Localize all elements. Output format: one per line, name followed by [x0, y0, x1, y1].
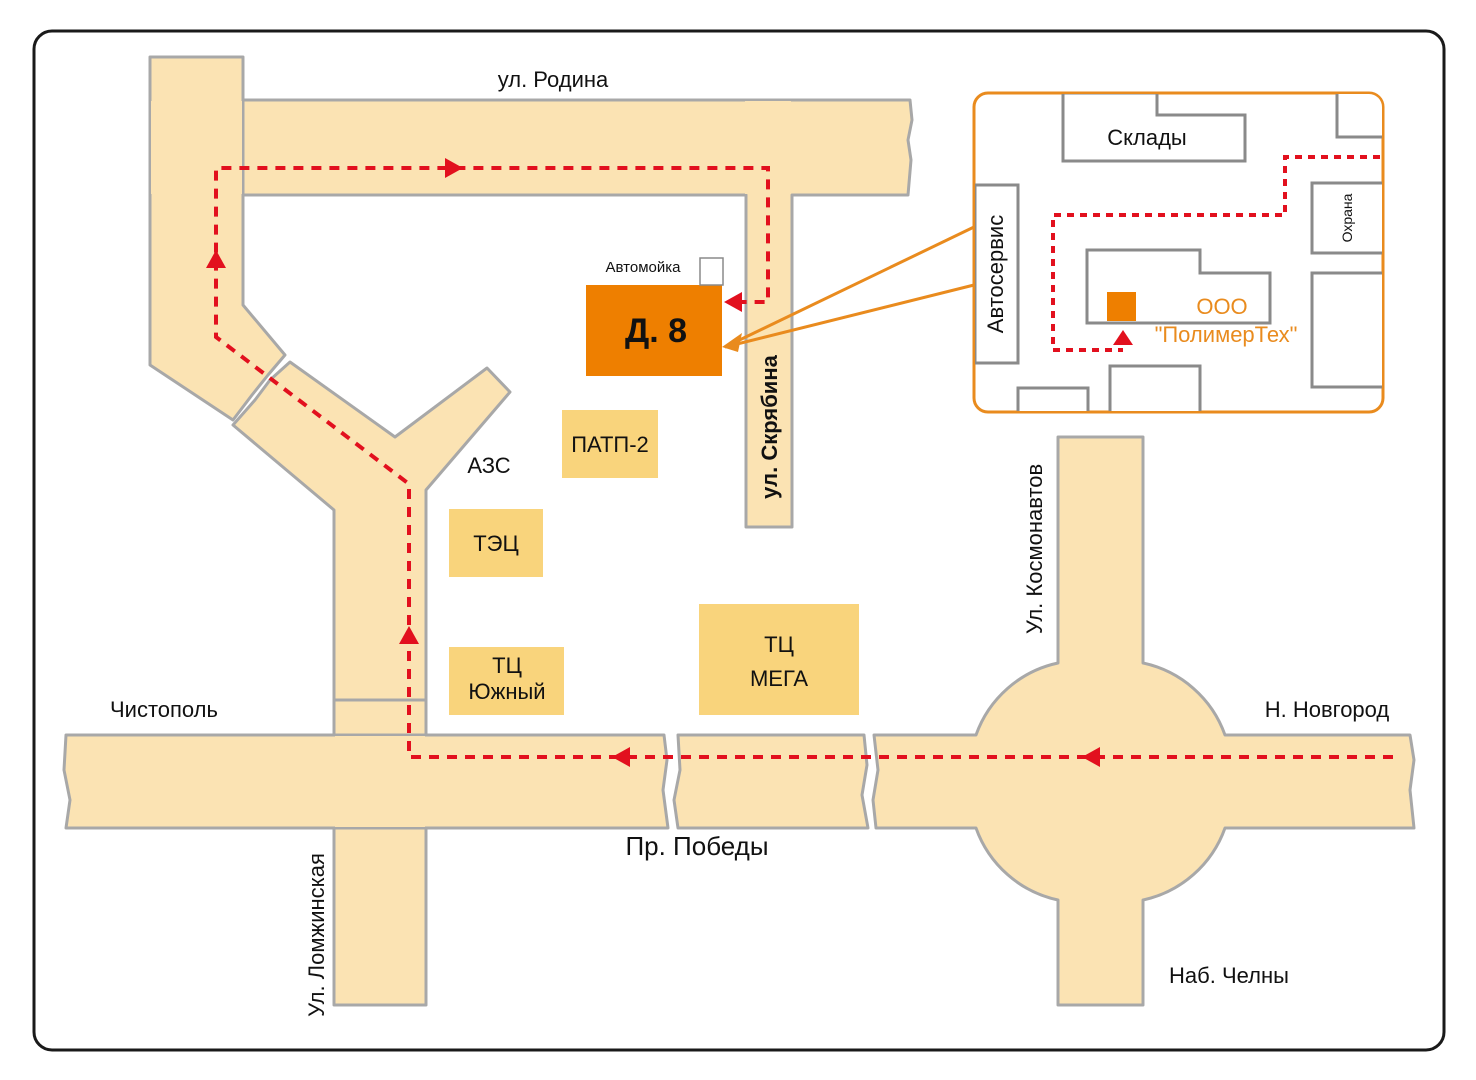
target-building-label: Д. 8 — [625, 312, 687, 350]
south-building-2 — [1108, 364, 1202, 411]
target-building[interactable] — [586, 285, 722, 376]
inset-callout — [722, 225, 975, 352]
building-mega — [699, 604, 859, 715]
route-direction-arrow — [445, 158, 463, 178]
yuzhny-label-line1: ТЦ — [492, 653, 522, 678]
street-lomzhinskaya-label: Ул. Ломжинская — [304, 853, 329, 1017]
security-building — [1310, 181, 1382, 255]
street-skryabina-label: ул. Скрябина — [757, 354, 782, 498]
buildings — [449, 257, 859, 715]
direction-chelny-label: Наб. Челны — [1169, 963, 1289, 988]
patp-label: ПАТП-2 — [571, 432, 649, 457]
building-yuzhny — [449, 647, 564, 715]
road-pobedy-middle — [672, 733, 870, 830]
building-patp — [562, 410, 658, 478]
autoservice-building — [975, 183, 1020, 365]
mega-label-line1: ТЦ — [764, 632, 794, 657]
corner-building — [1335, 94, 1382, 139]
warehouse-building — [1061, 94, 1247, 163]
inset-map: Склады Автосервис Охрана ООО "ПолимерТех… — [972, 91, 1385, 414]
direction-chistopol-label: Чистополь — [110, 697, 218, 722]
route-direction-arrow — [206, 250, 226, 268]
azs-label: АЗС — [467, 453, 510, 478]
autoservice-label: Автосервис — [983, 215, 1008, 333]
security-label: Охрана — [1339, 193, 1355, 242]
roundabout — [871, 435, 1416, 1007]
map-labels: ул. Родина ул. Скрябина Ул. Космонавтов … — [110, 67, 1389, 1017]
street-pobedy-label: Пр. Победы — [625, 831, 768, 861]
east-building — [1310, 271, 1382, 389]
company-label-line2: "ПолимерТех" — [1155, 322, 1298, 347]
direction-novgorod-label: Н. Новгород — [1265, 697, 1390, 722]
inset-route — [1051, 155, 1380, 352]
route — [206, 158, 1393, 767]
route-direction-arrow — [1082, 747, 1100, 767]
route-direction-arrow — [399, 626, 419, 644]
carwash-label: Автомойка — [606, 259, 682, 276]
route-direction-arrow — [1113, 330, 1133, 345]
carwash-icon — [699, 257, 724, 286]
road-rodina — [241, 98, 914, 529]
building-tec — [449, 509, 543, 577]
company-label-line1: ООО — [1196, 294, 1247, 319]
route-direction-arrow — [612, 747, 630, 767]
road-network — [62, 55, 1416, 1007]
yuzhny-label-line2: Южный — [468, 679, 545, 704]
street-kosmonavtov-label: Ул. Космонавтов — [1022, 464, 1047, 634]
street-rodina-label: ул. Родина — [498, 67, 609, 92]
south-building-1 — [1016, 386, 1090, 411]
mega-label-line2: МЕГА — [750, 666, 808, 691]
route-direction-arrow — [724, 292, 742, 312]
polymertech-marker[interactable] — [1107, 292, 1136, 321]
warehouse-label: Склады — [1107, 125, 1186, 150]
tec-label: ТЭЦ — [473, 531, 519, 556]
